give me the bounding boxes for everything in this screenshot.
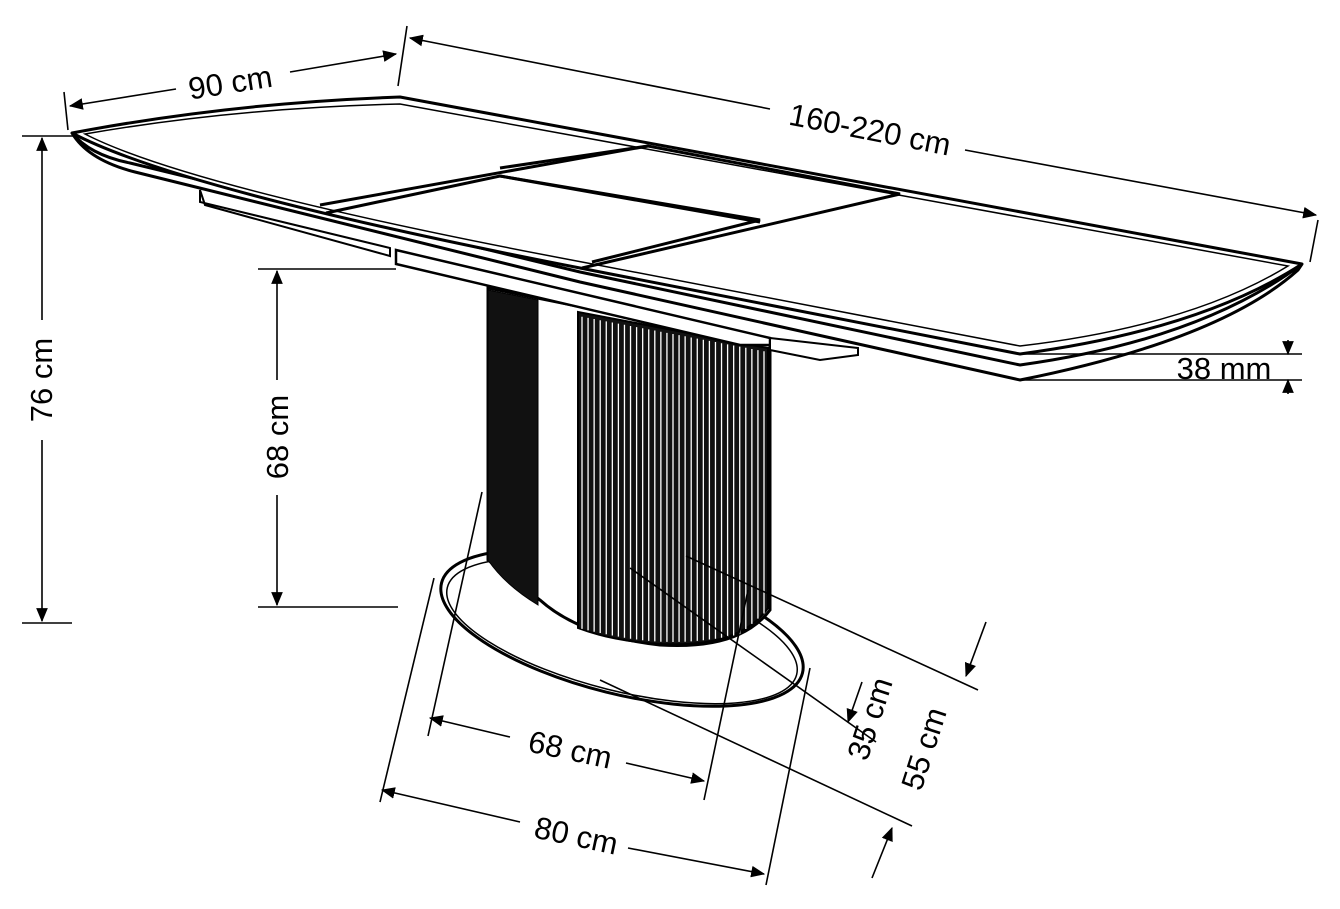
label-base-length: 80 cm bbox=[531, 810, 621, 862]
label-column-length: 68 cm bbox=[525, 724, 615, 776]
column-flutes bbox=[581, 316, 765, 642]
label-length: 160-220 cm bbox=[786, 97, 953, 163]
label-base-width: 55 cm bbox=[894, 703, 953, 794]
dimension-base-height: 68 cm bbox=[258, 268, 398, 608]
table-top bbox=[70, 95, 1304, 382]
dimension-top-thickness: 38 mm bbox=[1020, 340, 1302, 394]
label-top-thickness: 38 mm bbox=[1177, 351, 1272, 386]
column-dark-left bbox=[487, 289, 539, 606]
pedestal-column bbox=[486, 286, 772, 648]
label-base-height: 68 cm bbox=[260, 395, 295, 479]
label-width: 90 cm bbox=[186, 59, 275, 107]
label-total-height: 76 cm bbox=[24, 338, 59, 422]
dimension-total-height: 76 cm bbox=[22, 135, 78, 624]
